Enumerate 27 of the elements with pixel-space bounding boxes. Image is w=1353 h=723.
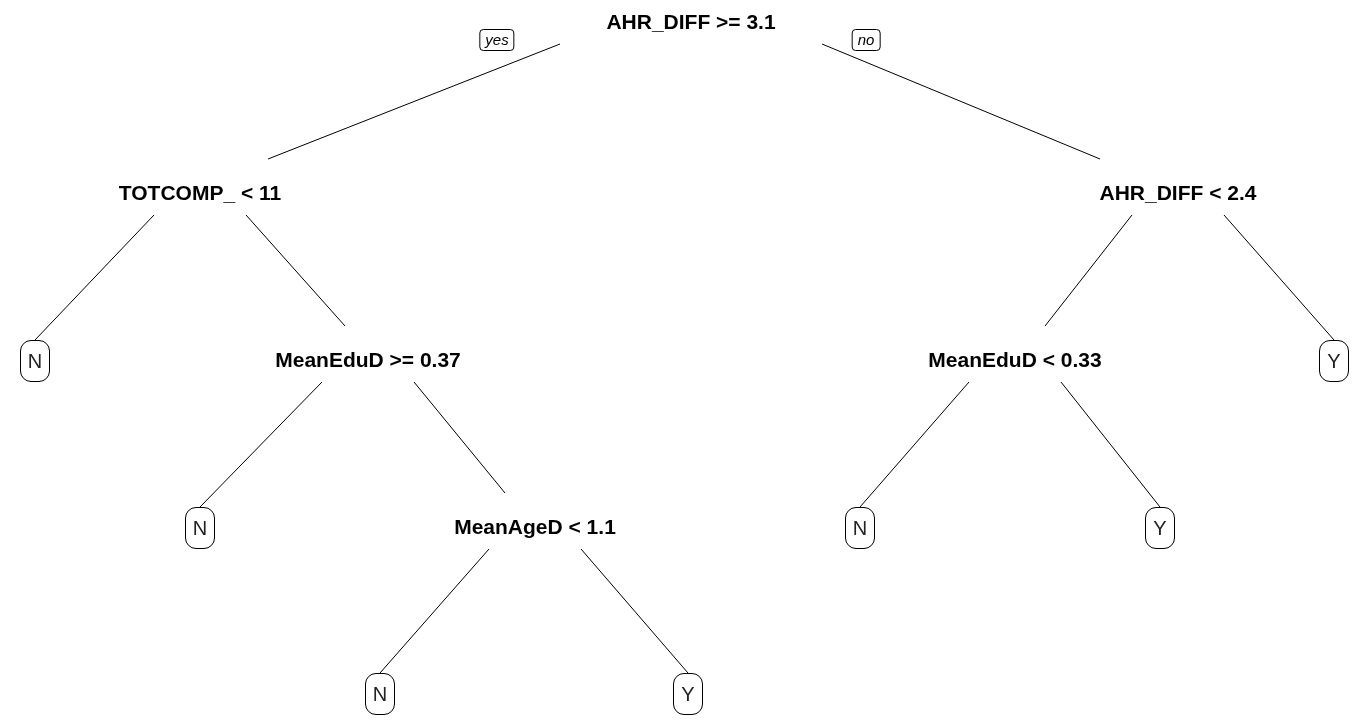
tree-branch-line — [821, 43, 1101, 160]
tree-branch-line — [245, 214, 346, 327]
tree-branch-line — [580, 548, 689, 674]
tree-branch-line — [379, 548, 490, 674]
leaf-node: Y — [673, 673, 703, 715]
leaf-node: Y — [1145, 507, 1175, 549]
tree-branch-line — [1060, 381, 1161, 508]
split-condition: AHR_DIFF >= 3.1 — [602, 2, 780, 44]
leaf-node: N — [845, 507, 875, 549]
leaf-node: Y — [1319, 340, 1349, 382]
split-condition: MeanAgeD < 1.1 — [450, 493, 620, 549]
split-condition: MeanEduD >= 0.37 — [271, 326, 465, 382]
leaf-node: N — [20, 340, 50, 382]
tree-branch-line — [1223, 214, 1335, 341]
tree-branch-line — [199, 381, 323, 508]
leaf-node: N — [185, 507, 215, 549]
tree-branch-line — [1044, 214, 1133, 327]
edge-label: yes — [479, 29, 515, 51]
tree-branch-line — [267, 43, 561, 160]
tree-branch-line — [859, 381, 970, 508]
tree-branch-line — [34, 214, 155, 341]
edge-label: no — [851, 29, 881, 51]
split-condition: TOTCOMP_ < 11 — [114, 159, 286, 215]
split-condition: MeanEduD < 0.33 — [924, 326, 1106, 382]
tree-branch-line — [413, 381, 506, 494]
split-condition: AHR_DIFF < 2.4 — [1095, 159, 1261, 215]
leaf-node: N — [365, 673, 395, 715]
